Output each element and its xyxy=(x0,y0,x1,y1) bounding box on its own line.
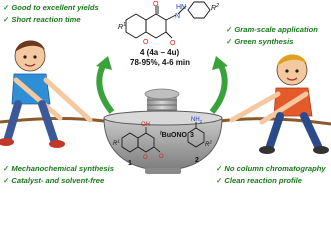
claim-short-time: ✓Short reaction time xyxy=(3,15,81,24)
amine-r2: R2 xyxy=(205,140,212,149)
reagent-o-ring: O xyxy=(143,155,148,161)
scheme-artwork: O O O N HN R1 R2 4 (4a – 4u) 78-95%, 4-6… xyxy=(0,1,331,174)
amine-number: 2 xyxy=(195,157,199,164)
product-n: N xyxy=(175,13,180,20)
check-icon: ✓ xyxy=(3,15,10,24)
claim-good-yields: ✓Good to excellent yields xyxy=(3,3,99,12)
arrow-left-icon xyxy=(96,62,115,114)
claim-no-chromatography: ✓No column chromatography xyxy=(216,164,326,173)
arrow-right-icon xyxy=(209,62,228,114)
arrow-left-head-icon xyxy=(96,56,112,70)
check-icon: ✓ xyxy=(216,176,223,185)
reagent-r1: R1 xyxy=(113,139,120,148)
arrow-right-head-icon xyxy=(212,56,228,70)
check-icon: ✓ xyxy=(3,176,10,185)
reagent-oh: OH xyxy=(141,122,150,128)
amine-nh2: NH2 xyxy=(191,117,203,124)
mortar-icon xyxy=(103,110,223,174)
reagent-o-carbonyl: O xyxy=(159,154,164,160)
left-boy-icon xyxy=(0,40,93,148)
reagent-number: 1 xyxy=(128,160,132,167)
claim-catalyst-free: ✓Catalyst- and solvent-free xyxy=(3,176,105,185)
product-o-carbonyl: O xyxy=(170,40,176,47)
product-o-ring: O xyxy=(143,39,149,46)
product-o-top: O xyxy=(153,1,159,8)
check-icon: ✓ xyxy=(226,37,233,46)
check-icon: ✓ xyxy=(216,164,223,173)
check-icon: ✓ xyxy=(3,3,10,12)
product-yield-time: 78-95%, 4-6 min xyxy=(130,58,190,67)
claim-green-synthesis: ✓Green synthesis xyxy=(226,37,294,46)
check-icon: ✓ xyxy=(226,25,233,34)
right-boy-icon xyxy=(229,54,329,154)
claim-mechanochemical: ✓Mechanochemical synthesis xyxy=(3,164,114,173)
product-structure xyxy=(125,1,211,39)
check-icon: ✓ xyxy=(3,164,10,173)
product-r2: R2 xyxy=(211,3,219,12)
reactant-aniline xyxy=(187,122,205,148)
claim-gram-scale: ✓Gram-scale application xyxy=(226,25,318,34)
product-r1: R1 xyxy=(118,22,126,31)
product-label: 4 (4a – 4u) xyxy=(140,48,179,57)
reactant-hydroxycoumarin xyxy=(121,127,161,153)
graphical-abstract: ✓Good to excellent yields ✓Short reactio… xyxy=(0,1,331,185)
claim-clean-profile: ✓Clean reaction profile xyxy=(216,176,303,185)
product-hn: HN xyxy=(176,4,186,11)
